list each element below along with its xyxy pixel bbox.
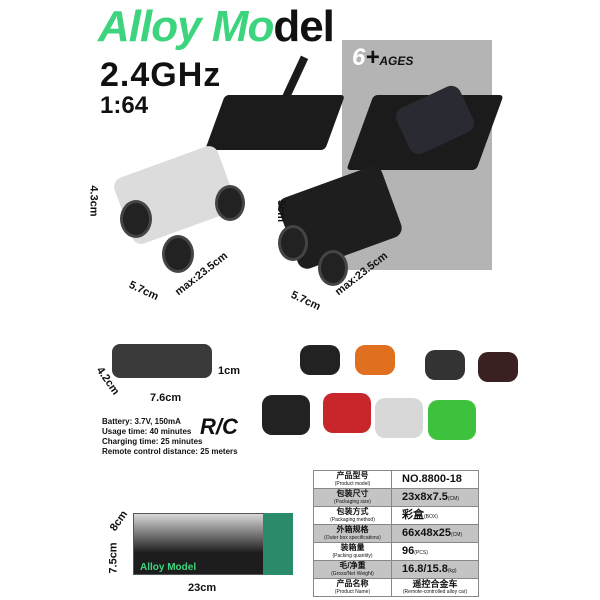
spec-list: Battery: 3.7V, 150mA Usage time: 40 minu…	[102, 417, 238, 457]
row-label: 包装尺寸(Packaging size)	[313, 488, 392, 507]
trailer-variant-black	[300, 345, 340, 375]
trailer-variant-gray	[425, 350, 465, 380]
value-text: 23x8x7.5	[402, 490, 448, 503]
label-en: (Gross/Net Weight)	[331, 570, 374, 577]
car2-height: 5cm	[275, 199, 288, 223]
row-value: NO.8800-18	[391, 470, 479, 489]
value-unit: (Remote-controlled alloy car)	[402, 588, 468, 595]
label-cn: 产品名称	[336, 578, 369, 588]
label-en: (Product Name)	[334, 588, 371, 595]
row-value: 23x8x7.5(CM)	[391, 488, 479, 507]
remote-controller	[112, 344, 212, 378]
row-label: 产品型号(Product model)	[313, 470, 392, 489]
label-en: (Packing quantity)	[332, 552, 373, 559]
title-black: del	[273, 2, 335, 51]
rc-logo: R/C	[200, 414, 238, 439]
value-text: NO.8800-18	[402, 472, 462, 485]
trailer-variant-orange	[355, 345, 395, 375]
label-en: (Product model)	[334, 480, 371, 487]
value-unit: (CM)	[447, 495, 459, 502]
value-text: 彩盒	[402, 508, 424, 521]
table-row: 外箱规格(Outer box specifications) 66x48x25(…	[313, 524, 479, 543]
row-label: 外箱规格(Outer box specifications)	[313, 524, 392, 543]
label-cn: 毛/净重	[339, 560, 366, 570]
scale-label: 1:64	[100, 92, 149, 119]
row-value: 16.8/15.8(kg)	[391, 560, 479, 579]
spec-charging-time: Charging time: 25 minutes	[102, 437, 203, 446]
label-en: (Packaging method)	[330, 516, 375, 523]
value-unit: (CM)	[450, 531, 463, 538]
frequency-label: 2.4GHz	[100, 56, 222, 94]
row-value: 96(PCS)	[391, 542, 479, 561]
car1-height: 4.3cm	[87, 185, 100, 217]
box-depth: 8cm	[107, 508, 131, 534]
age-plus: +	[365, 44, 380, 71]
brand-title: Alloy Model	[98, 2, 335, 52]
label-cn: 装箱量	[340, 542, 365, 552]
variant-red	[323, 393, 371, 433]
label-cn: 产品型号	[336, 470, 369, 480]
value-unit: (BOX)	[424, 513, 438, 520]
label-cn: 包装方式	[336, 506, 369, 516]
table-row: 包装尺寸(Packaging size) 23x8x7.5(CM)	[313, 488, 479, 507]
wheel	[120, 200, 152, 238]
wheel	[278, 225, 308, 261]
car2-width: 5.7cm	[288, 288, 323, 314]
label-en: (Outer box specifications)	[324, 534, 381, 541]
value-unit: (PCS)	[414, 549, 428, 556]
wheel	[318, 250, 348, 286]
remote-width: 7.6cm	[150, 392, 182, 404]
spec-battery: Battery: 3.7V, 150mA	[102, 417, 181, 426]
box-height: 7.5cm	[107, 542, 120, 574]
package-stripe	[263, 513, 293, 575]
row-label: 产品名称(Product Name)	[313, 578, 392, 597]
table-row: 装箱量(Packing quantity) 96(PCS)	[313, 542, 479, 561]
value-text: 96	[402, 544, 415, 557]
value-text: 遥控合金车	[412, 578, 458, 589]
row-label: 包装方式(Packaging method)	[313, 506, 392, 525]
label-cn: 外箱规格	[336, 524, 369, 534]
value-text: 16.8/15.8	[402, 562, 448, 575]
row-value: 66x48x25(CM)	[391, 524, 479, 543]
variant-black	[262, 395, 310, 435]
age-number: 6	[352, 44, 366, 71]
package-logo: Alloy Model	[140, 562, 197, 573]
row-label: 装箱量(Packing quantity)	[313, 542, 392, 561]
value-text: 66x48x25	[402, 526, 451, 539]
title-green: Alloy Mo	[98, 2, 274, 51]
remote-thickness: 1cm	[218, 365, 241, 377]
label-en: (Packaging size)	[334, 498, 371, 505]
value-unit: (kg)	[447, 567, 457, 574]
wheel	[215, 185, 245, 221]
box-width: 23cm	[188, 582, 217, 594]
table-row: 产品型号(Product model) NO.8800-18	[313, 470, 479, 489]
trailer-variant-red	[478, 352, 518, 382]
row-value: 彩盒(BOX)	[391, 506, 479, 525]
wheel	[162, 235, 194, 273]
variant-green	[428, 400, 476, 440]
age-badge: 6+AGES	[352, 44, 413, 72]
spec-distance: Remote control distance: 25 meters	[102, 447, 238, 456]
trailer-1	[204, 95, 346, 150]
table-row: 毛/净重(Gross/Net Weight) 16.8/15.8(kg)	[313, 560, 479, 579]
age-label: AGES	[379, 54, 414, 68]
row-value: 遥控合金车(Remote-controlled alloy car)	[391, 578, 479, 597]
variant-white	[375, 398, 423, 438]
car1-width: 5.7cm	[126, 278, 161, 304]
table-row: 产品名称(Product Name) 遥控合金车(Remote-controll…	[313, 578, 479, 597]
row-label: 毛/净重(Gross/Net Weight)	[313, 560, 392, 579]
table-row: 包装方式(Packaging method) 彩盒(BOX)	[313, 506, 479, 525]
spec-usage-time: Usage time: 40 minutes	[102, 427, 192, 436]
label-cn: 包装尺寸	[336, 488, 369, 498]
